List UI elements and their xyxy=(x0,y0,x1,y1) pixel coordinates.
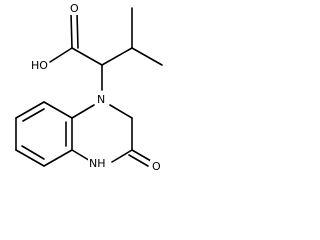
molecule-drawing: HO O N NH O xyxy=(15,2,163,174)
acid-carbonyl-oxygen-label: O xyxy=(70,2,79,15)
bond-co-o-2 xyxy=(128,154,149,167)
structure-canvas: HO O N NH O xyxy=(0,0,185,207)
bond-benzene-c7-c8 xyxy=(15,101,45,119)
bond-n1-ch2 xyxy=(109,104,133,119)
amide-nh-label: NH xyxy=(89,157,106,170)
bond-cooh-c-oh xyxy=(49,47,73,63)
bond-c8a-n1 xyxy=(71,104,95,119)
bond-benzene-c4a-c5 xyxy=(43,149,73,167)
label-bg-amide-oxygen xyxy=(150,160,163,174)
label-bg-hydroxyl xyxy=(30,58,48,72)
bond-co-nh xyxy=(111,149,133,163)
hydroxyl-label: HO xyxy=(31,59,48,72)
bond-benzene-inner-3 xyxy=(22,108,45,122)
label-bg-ring-nitrogen xyxy=(95,92,109,106)
bond-cooh-c-o-2 xyxy=(76,12,79,49)
label-bg-amide-nh xyxy=(88,156,110,170)
bond-co-o-1 xyxy=(131,149,152,162)
bond-benzene-c5-c6 xyxy=(15,149,45,167)
bond-isopropyl-methyl-right xyxy=(131,47,163,66)
bond-alpha-isopropyl-ch xyxy=(101,47,133,66)
bond-benzene-inner-2 xyxy=(21,145,45,160)
bond-cooh-c-o-1 xyxy=(70,12,73,49)
amide-carbonyl-oxygen-label: O xyxy=(152,160,161,173)
ring-nitrogen-label: N xyxy=(97,93,105,106)
bond-cooh-c-alpha xyxy=(71,47,103,66)
bond-benzene-c8-c8a xyxy=(43,101,73,119)
label-bg-acid-oxygen xyxy=(68,2,81,15)
